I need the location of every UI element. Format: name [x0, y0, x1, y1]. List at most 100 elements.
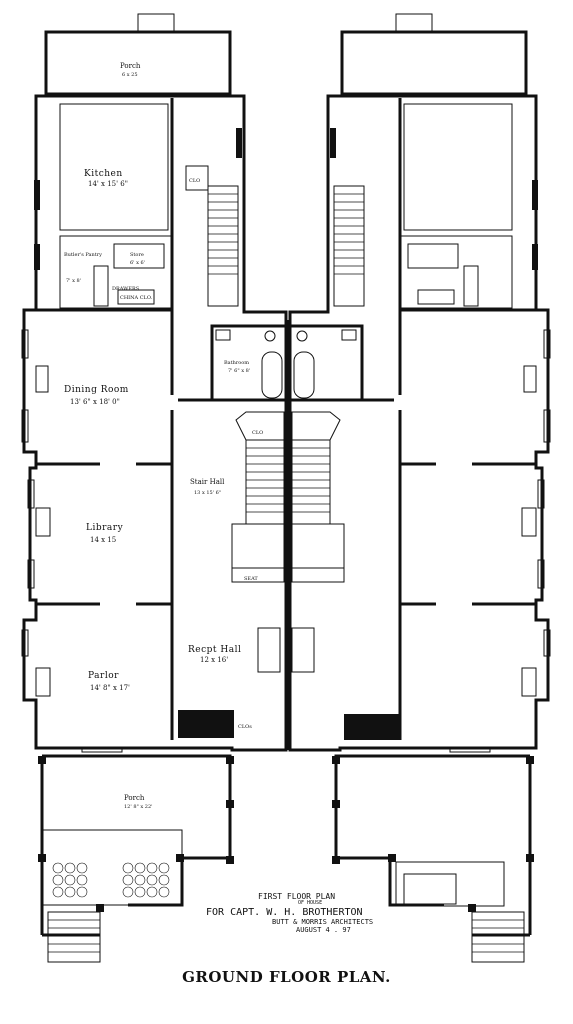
room-label-dining-room: Dining Room [64, 385, 129, 395]
room-size-bathroom: 7' 6" x 8' [228, 368, 250, 374]
porch-column [38, 854, 46, 862]
window [543, 409, 551, 443]
porch-column [226, 856, 234, 864]
room-size-parlor: 14' 8" x 17' [90, 684, 130, 692]
pantry-sink [93, 265, 109, 307]
room-label-stair-hall: Stair Hall [190, 478, 225, 486]
china-closet [417, 289, 455, 305]
porch-floor [41, 829, 183, 906]
label-clo-top: CLO [189, 178, 200, 184]
kitchen-walls [403, 103, 513, 231]
rear-porch-outline [340, 30, 528, 96]
bathroom-walls [288, 324, 364, 402]
room-label-recpt-hall: Recpt Hall [188, 645, 241, 655]
title-block-line-1: FIRST FLOOR PLAN [258, 892, 336, 901]
label-seat: SEAT [244, 576, 258, 582]
store-walls [113, 243, 165, 269]
window [537, 479, 545, 509]
porch-column [388, 854, 396, 862]
porch-column [332, 856, 340, 864]
window [21, 629, 29, 657]
porch-column [176, 854, 184, 862]
room-label-butlers-pantry: Butler's Pantry [64, 252, 102, 258]
title-block-line-2: OF HOUSE [298, 900, 323, 907]
china-closet [117, 289, 155, 305]
room-size-store: 6' x 6' [130, 260, 145, 266]
room-label-parlor: Parlor [88, 671, 119, 681]
porch-column [468, 904, 476, 912]
room-size-library: 14 x 15 [90, 536, 116, 544]
bathtub [261, 351, 283, 399]
window [21, 409, 29, 443]
porch-column [526, 854, 534, 862]
parlor-fireplace [35, 667, 51, 697]
room-size-porch-front: 12' 8" x 22' [124, 804, 153, 810]
title-block: FIRST FLOOR PLAN OF HOUSE FOR CAPT. W. H… [206, 892, 416, 935]
left-main-stair [245, 439, 285, 525]
library-fireplace [521, 507, 537, 537]
room-size-dining-room: 13' 6" x 18' 0" [70, 398, 120, 406]
porch-column [96, 904, 104, 912]
window [532, 180, 538, 210]
room-size-kitchen: 14' x 15' 6" [88, 180, 128, 188]
seat-bench [231, 567, 285, 583]
bath-fixture [296, 330, 308, 342]
porch-column [526, 756, 534, 764]
room-size-porch-rear: 6 x 25 [122, 72, 138, 78]
window [532, 244, 538, 270]
window [34, 244, 40, 270]
pantry-walls [399, 235, 513, 309]
rear-porch-step [395, 13, 433, 33]
right-house-outline [288, 94, 550, 752]
window [81, 747, 123, 753]
room-size-recpt-hall: 12 x 16' [200, 656, 228, 664]
stair-base [291, 523, 345, 569]
window [236, 128, 242, 158]
title-block-line-3: FOR CAPT. W. H. BROTHERTON [206, 906, 363, 918]
room-label-porch-front: Porch [124, 794, 145, 802]
parlor-fireplace [521, 667, 537, 697]
store-walls [407, 243, 459, 269]
rear-porch-step [137, 13, 175, 33]
title-block-line-5: AUGUST 4 . 97 [296, 926, 351, 935]
stair-landing [291, 411, 341, 441]
left-house [21, 13, 288, 963]
porch-column [332, 800, 340, 808]
room-label-kitchen: Kitchen [84, 169, 123, 179]
right-back-stair [333, 185, 365, 307]
room-label-store: Store [130, 252, 144, 258]
figure-caption: GROUND FLOOR PLAN. [182, 968, 391, 986]
window [449, 747, 491, 753]
label-clos-hall: CLOs [238, 724, 252, 730]
front-porch-outline [40, 754, 232, 937]
stair-base [231, 523, 285, 569]
label-clo-mid: CLO [252, 430, 263, 436]
room-label-bathroom: Bathroom [224, 360, 249, 366]
right-front-steps [471, 911, 525, 963]
porch-column [38, 756, 46, 764]
window [27, 559, 35, 589]
right-main-stair [291, 439, 331, 525]
bathroom-walls [210, 324, 288, 402]
right-house [288, 13, 551, 963]
hall-radiator [257, 627, 281, 673]
washbasin [215, 329, 231, 341]
room-label-library: Library [86, 523, 124, 533]
porch-tile-pattern [52, 862, 170, 898]
room-size-butlers-pantry: 7' x 8' [66, 278, 81, 284]
library-fireplace [35, 507, 51, 537]
left-front-steps [47, 911, 101, 963]
left-house-outline [22, 94, 288, 752]
room-size-stair-hall: 13 x 15' 6" [194, 490, 221, 496]
label-drawers: DRAWERS [112, 286, 140, 292]
seat-bench [291, 567, 345, 583]
bath-fixture [264, 330, 276, 342]
window [543, 629, 551, 657]
window [330, 128, 336, 158]
label-china-closet: CHINA CLO. [120, 295, 153, 301]
room-label-porch-rear: Porch [120, 62, 141, 70]
clo-top-box [185, 165, 209, 191]
washbasin [341, 329, 357, 341]
window [34, 180, 40, 210]
